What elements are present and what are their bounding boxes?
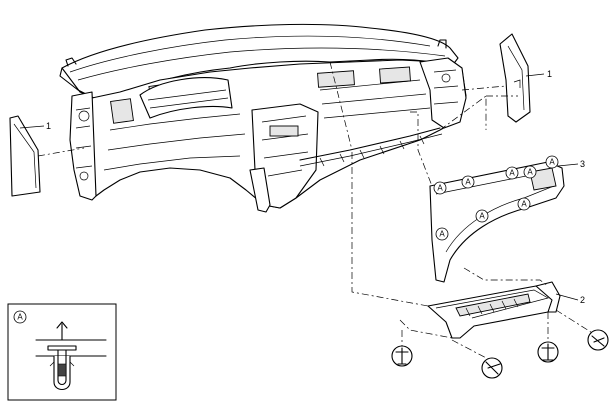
svg-text:A: A	[509, 169, 515, 178]
svg-text:A: A	[521, 200, 527, 209]
svg-text:A: A	[527, 168, 533, 177]
left-end-cover: 1	[9, 115, 51, 197]
clip-marker: A	[475, 209, 489, 223]
fastener-screw-far-right	[587, 329, 609, 351]
fasteners	[391, 329, 609, 379]
right-end-cover: 1	[499, 33, 552, 123]
clip-marker: A	[461, 175, 475, 189]
svg-text:A: A	[465, 178, 471, 187]
inset-marker: A	[13, 310, 27, 324]
lower-panel: 2	[427, 281, 585, 339]
clip-marker: A	[505, 166, 519, 180]
clip-detail-inset: A	[7, 303, 117, 401]
fastener-pin-right	[537, 341, 559, 363]
right-end-cover-callout: 1	[547, 69, 552, 79]
side-panel-callout: 3	[580, 159, 585, 169]
alignment-leaders	[329, 61, 595, 361]
clip-markers: A A A A A A A A	[433, 155, 559, 241]
svg-text:A: A	[437, 184, 443, 193]
clip-marker: A	[517, 197, 531, 211]
svg-text:A: A	[17, 313, 23, 322]
left-end-cover-callout: 1	[46, 121, 51, 131]
svg-text:A: A	[549, 158, 555, 167]
fastener-pin-left	[391, 345, 413, 367]
clip-marker: A	[433, 181, 447, 195]
clip-marker: A	[523, 165, 537, 179]
instrument-panel-assembly	[59, 23, 467, 213]
right-cover-leader	[461, 85, 507, 91]
svg-text:A: A	[439, 230, 445, 239]
side-panel: 3	[429, 159, 585, 283]
clip-marker: A	[545, 155, 559, 169]
clip-marker: A	[435, 227, 449, 241]
fastener-screw-center	[481, 357, 503, 379]
svg-text:A: A	[479, 212, 485, 221]
lower-panel-callout: 2	[580, 295, 585, 305]
